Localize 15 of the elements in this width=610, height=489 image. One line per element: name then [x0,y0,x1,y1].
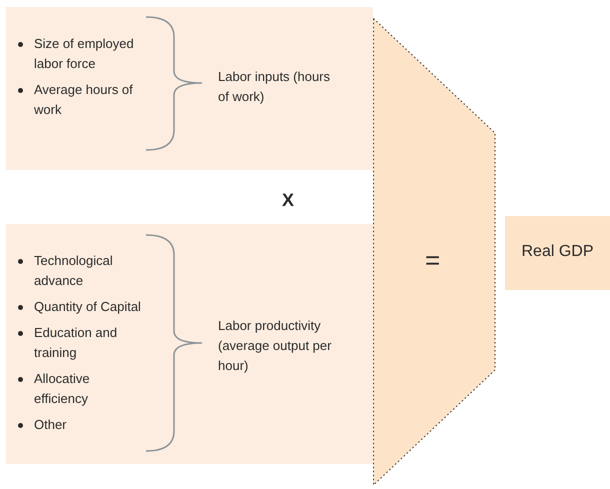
panel [6,224,373,464]
list-item: Size of employed labor force [34,35,135,73]
result-label: Real GDP [521,242,594,262]
result-box [505,216,610,290]
list-item: Technological advance [34,252,114,290]
list-item: Allocative efficiency [34,370,91,408]
list-item: Other [34,416,68,434]
list-item: Education and training [34,324,118,362]
list-item: Quantity of Capital [34,298,142,316]
panel [6,7,373,170]
list-item: Average hours of work [34,81,134,119]
multiply-sign: X [282,189,294,212]
equals-sign: = [425,246,440,274]
summary-label: Labor productivity (average output per hour) [218,317,332,375]
summary-label: Labor inputs (hours of work) [218,68,332,106]
